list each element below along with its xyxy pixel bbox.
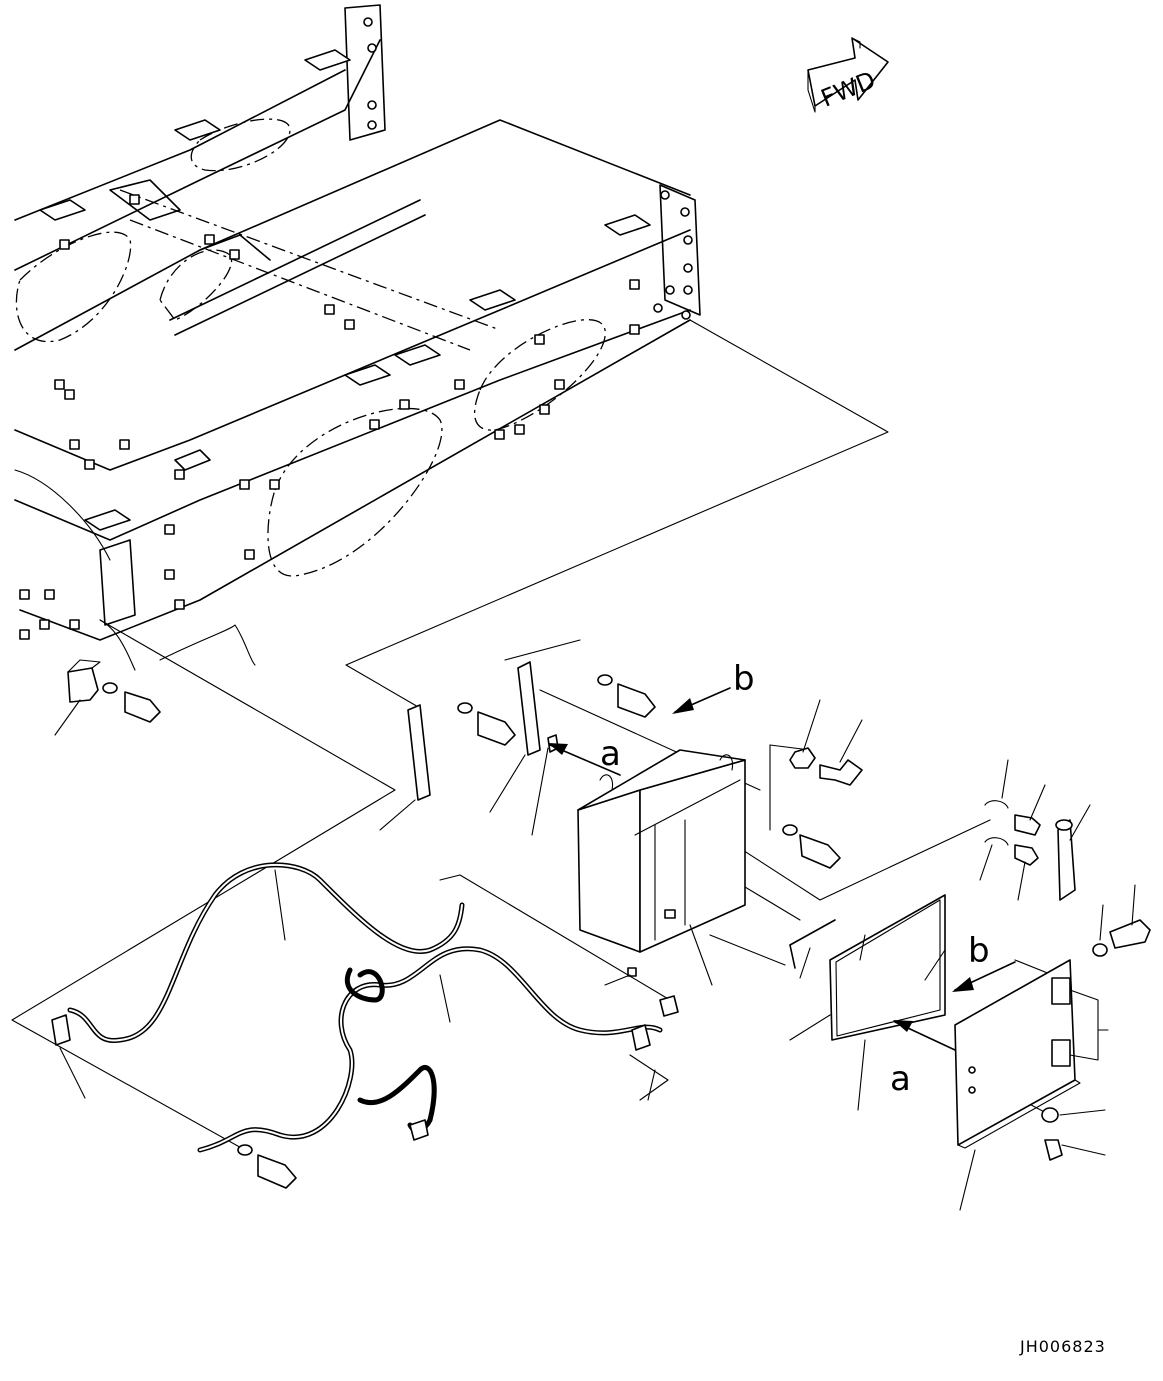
drawing-number: JH006823 bbox=[1019, 1337, 1106, 1356]
bracket-left bbox=[54, 659, 161, 736]
callout-b-lower: b bbox=[968, 931, 990, 971]
mounting-strips bbox=[379, 661, 841, 869]
view-arrow-b-lower: b bbox=[952, 931, 1016, 992]
control-box bbox=[531, 734, 746, 986]
fwd-arrow-icon: FWD bbox=[807, 37, 889, 113]
wire-harness bbox=[51, 862, 679, 1189]
callout-b-upper: b bbox=[733, 659, 755, 699]
view-arrow-b-upper: b bbox=[672, 659, 755, 714]
view-arrow-a-lower: a bbox=[890, 1020, 956, 1099]
rod-parts bbox=[789, 919, 836, 979]
callout-a-upper: a bbox=[600, 734, 621, 774]
vehicle-frame bbox=[14, 4, 701, 671]
fasteners-right bbox=[789, 699, 1151, 957]
view-arrow-a-upper: a bbox=[548, 734, 621, 776]
callout-a-lower: a bbox=[890, 1059, 911, 1099]
cover-panels bbox=[789, 894, 1109, 1211]
